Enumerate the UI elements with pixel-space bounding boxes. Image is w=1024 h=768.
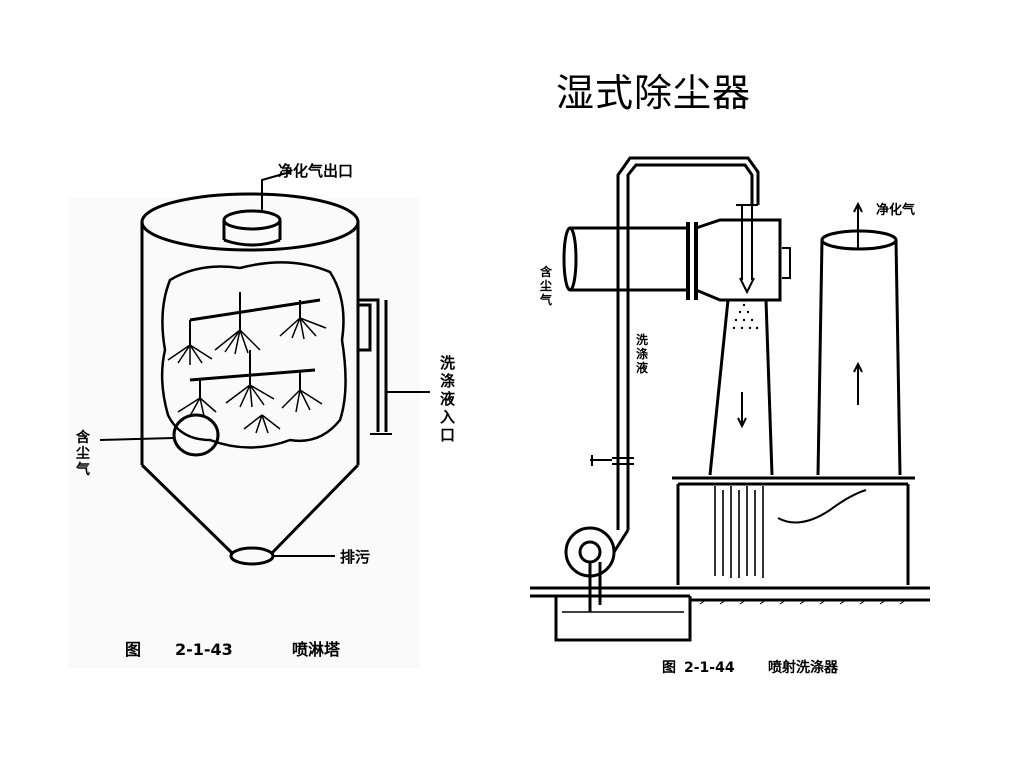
gas-inlet xyxy=(172,413,220,457)
fig2-liquid-label-3: 液 xyxy=(636,360,648,375)
liquid-inlet-label-3: 液 xyxy=(440,390,456,408)
clean-gas-label: 净化气 xyxy=(876,202,915,218)
slide-title: 湿式除尘器 xyxy=(556,71,752,115)
fig2-caption-number: 2-1-44 xyxy=(684,660,735,676)
settling-tank xyxy=(672,476,915,585)
tower-body xyxy=(140,222,360,465)
fig1-caption-prefix: 图 xyxy=(125,640,141,659)
fig1-inlet-label-2: 尘 xyxy=(76,446,90,462)
liquid-supply-pipe xyxy=(616,156,760,530)
liquid-inlet-pipe xyxy=(358,298,388,432)
fig2-liquid-label-2: 涤 xyxy=(636,346,648,361)
fig1-inlet-label-3: 气 xyxy=(75,461,90,478)
fig2-inlet-label-2: 尘 xyxy=(540,278,552,293)
fig2-caption-name: 喷射洗涤器 xyxy=(768,659,839,676)
spray-dots xyxy=(732,303,759,330)
fig1-inlet-label-1: 含 xyxy=(76,429,91,446)
fig2-inlet-label-3: 气 xyxy=(539,292,552,307)
fig2-inlet-label-1: 含 xyxy=(540,264,553,279)
fig1-caption-number: 2-1-43 xyxy=(175,640,233,659)
liquid-inlet-label-4: 入 xyxy=(440,408,455,426)
venturi-scrubber-figure xyxy=(530,156,930,642)
liquid-inlet-label-1: 洗 xyxy=(440,354,455,372)
tower-cone xyxy=(140,463,360,555)
diffuser xyxy=(708,299,774,476)
falling-liquid xyxy=(714,486,764,578)
fig2-liquid-label-1: 洗 xyxy=(636,332,648,347)
fig1-caption-name: 喷淋塔 xyxy=(292,640,341,659)
sump xyxy=(554,596,692,642)
spray-tower-figure xyxy=(68,171,430,668)
separator-column xyxy=(816,239,902,476)
drain-label: 排污 xyxy=(340,548,370,566)
ground-hatch xyxy=(699,599,907,605)
liquid-inlet-label-5: 口 xyxy=(440,426,455,444)
outlet-label: 净化气出口 xyxy=(278,162,353,180)
liquid-inlet-label-2: 涤 xyxy=(440,372,455,390)
cutaway-window xyxy=(160,261,347,449)
fig2-caption-prefix: 图 xyxy=(662,660,676,676)
spray-nozzles xyxy=(167,317,327,434)
